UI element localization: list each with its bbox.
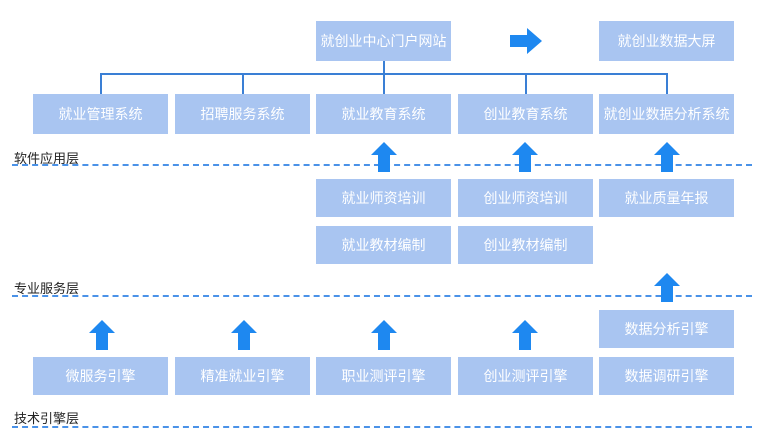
up-arrow-icon (512, 142, 538, 172)
up-arrow-icon (231, 320, 257, 350)
layer-label-service: 专业服务层 (14, 282, 80, 297)
connector-drop-4 (525, 73, 527, 94)
up-arrow-icon (654, 273, 680, 302)
engine-entrepreneurship-assessment: 创业测评引擎 (458, 357, 593, 395)
engine-data-analysis: 数据分析引擎 (599, 310, 734, 348)
system-employment-management: 就业管理系统 (33, 94, 168, 134)
connector-drop-2 (242, 73, 244, 94)
up-arrow-icon (371, 320, 397, 350)
connector-vertical-main (383, 61, 385, 74)
portal-box: 就创业中心门户网站 (316, 21, 451, 61)
right-arrow-icon (510, 28, 542, 54)
system-data-analysis: 就创业数据分析系统 (599, 94, 734, 134)
engine-career-assessment: 职业测评引擎 (316, 357, 451, 395)
service-employment-textbook: 就业教材编制 (316, 226, 451, 264)
engine-precise-employment: 精准就业引擎 (175, 357, 310, 395)
system-recruitment-service: 招聘服务系统 (175, 94, 310, 134)
layer-divider-engine (12, 426, 752, 428)
up-arrow-icon (89, 320, 115, 350)
up-arrow-icon (371, 142, 397, 172)
up-arrow-icon (512, 320, 538, 350)
layer-divider-service (12, 295, 752, 297)
layer-label-software: 软件应用层 (14, 152, 80, 167)
service-entrepreneurship-textbook: 创业教材编制 (458, 226, 593, 264)
system-employment-education: 就业教育系统 (316, 94, 451, 134)
service-employment-quality-report: 就业质量年报 (599, 179, 734, 217)
engine-data-survey: 数据调研引擎 (599, 357, 734, 395)
up-arrow-icon (654, 142, 680, 172)
engine-microservice: 微服务引擎 (33, 357, 168, 395)
big-screen-box: 就创业数据大屏 (599, 21, 734, 61)
connector-drop-3 (383, 73, 385, 94)
system-entrepreneurship-education: 创业教育系统 (458, 94, 593, 134)
service-employment-teacher-training: 就业师资培训 (316, 179, 451, 217)
connector-drop-5 (666, 73, 668, 94)
layer-label-engine: 技术引擎层 (14, 412, 80, 427)
connector-drop-1 (100, 73, 102, 94)
service-entrepreneurship-teacher-training: 创业师资培训 (458, 179, 593, 217)
